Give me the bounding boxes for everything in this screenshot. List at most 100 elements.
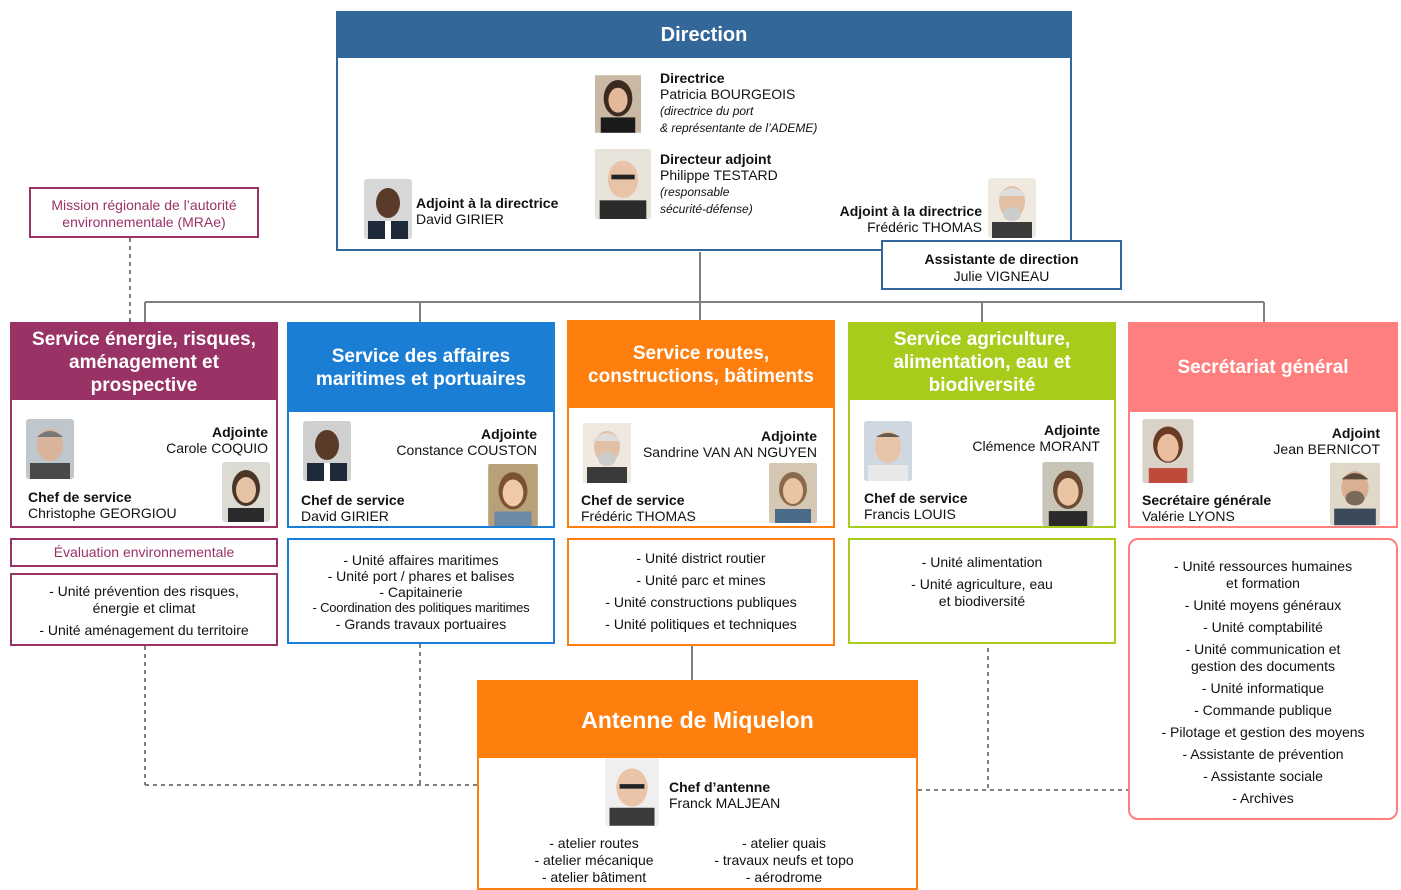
maritime-adjointe-label: Adjointe Constance COUSTON [396,426,537,458]
miquelon-right-1: - atelier quais [741,835,827,851]
adjoint-left-label: Adjoint à la directrice David GIRIER [416,195,558,227]
miquelon-header: Antenne de Miquelon [479,682,916,758]
miquelon-box: Antenne de Miquelon Chef d’antenne Franc… [477,680,918,890]
routes-adjointe-name: Sandrine VAN AN NGUYEN [642,444,817,460]
directeur-adjoint-name: Philippe TESTARD [660,167,778,183]
energie-adjointe-role: Adjointe [212,424,268,440]
maritime-units-box: - Unité affaires maritimes - Unité port … [287,538,555,644]
service-agriculture-box: Service agriculture, alimentation, eau e… [848,322,1116,528]
energie-units-box: - Unité prévention des risques, énergie … [10,573,278,646]
secretariat-unit-6: - Commande publique [1194,702,1332,718]
adjoint-left-name: David GIRIER [416,211,504,227]
routes-adjointe-label: Adjointe Sandrine VAN AN NGUYEN [643,428,817,460]
maritime-chef-label: Chef de service David GIRIER [301,492,405,524]
miquelon-chef-name: Franck MALJEAN [669,795,781,811]
service-routes-header: Service routes, constructions, bâtiments [569,322,833,408]
energie-chef-label: Chef de service Christophe GEORGIOU [28,489,177,521]
directrice-note-2: & représentante de l’ADEME) [660,121,818,135]
adjoint-left-role: Adjoint à la directrice [416,195,559,211]
secretariat-box: Secrétariat général Adjoint Jean BERNICO… [1128,322,1398,528]
secretariat-unit-4: - Unité communication et gestion des doc… [1185,641,1341,674]
agriculture-adjointe-role: Adjointe [1044,422,1100,438]
routes-chef-role: Chef de service [581,492,685,508]
assistante-role: Assistante de direction [924,251,1079,267]
secretariat-adjoint-photo [1330,462,1380,526]
agriculture-adjointe-name: Clémence MORANT [972,438,1100,454]
adjoint-right-photo [988,178,1036,238]
service-agriculture-title: Service agriculture, alimentation, eau e… [893,328,1071,396]
miquelon-chef-label: Chef d’antenne Franck MALJEAN [669,779,780,811]
secretariat-unit-9: - Assistante sociale [1203,768,1323,784]
energie-adjointe-name: Carole COQUIO [166,440,268,456]
service-energie-box: Service énergie, risques, aménagement et… [10,322,278,528]
maritime-unit-4: - Coordination des politiques maritimes [312,600,530,615]
miquelon-chef-photo [605,758,659,826]
directeur-adjoint-label: Directeur adjoint Philippe TESTARD (resp… [660,151,778,217]
secretariat-unit-3: - Unité comptabilité [1203,619,1323,635]
miquelon-left-list: - atelier routes - atelier mécanique - a… [519,835,669,886]
routes-unit-3: - Unité constructions publiques [605,594,797,610]
energie-units-list: - Unité prévention des risques, énergie … [12,583,276,644]
routes-unit-2: - Unité parc et mines [636,572,766,588]
routes-unit-1: - Unité district routier [636,550,766,566]
routes-adjointe-role: Adjointe [761,428,817,444]
directrice-note-1: (directrice du port [660,104,754,118]
direction-box: Direction Directrice Patricia BOURGEOIS … [336,11,1072,251]
secretariat-unit-2: - Unité moyens généraux [1184,597,1342,613]
mrae-line-2: environnementale (MRAe) [62,214,226,230]
maritime-unit-3: - Capitainerie [379,584,463,600]
agriculture-adjointe-photo [1042,462,1094,526]
secretariat-units-list: - Unité ressources humaines et formation… [1130,558,1396,812]
routes-unit-4: - Unité politiques et techniques [605,616,797,632]
maritime-adjointe-name: Constance COUSTON [396,442,537,458]
energie-chef-name: Christophe GEORGIOU [28,505,177,521]
secretariat-title: Secrétariat général [1177,357,1349,378]
maritime-unit-1: - Unité affaires maritimes [343,552,499,568]
service-maritime-title: Service des affaires maritimes et portua… [315,346,527,390]
secretariat-chef-name: Valérie LYONS [1142,508,1235,524]
agriculture-chef-name: Francis LOUIS [864,506,956,522]
secretariat-adjoint-name: Jean BERNICOT [1273,441,1380,457]
maritime-chef-photo [303,421,351,481]
service-routes-title: Service routes, constructions, bâtiments [588,343,814,387]
directrice-role: Directrice [660,70,725,86]
directrice-name: Patricia BOURGEOIS [660,86,796,102]
agriculture-units-list: - Unité alimentation - Unité agriculture… [850,554,1114,615]
service-maritime-box: Service des affaires maritimes et portua… [287,322,555,528]
energie-chef-role: Chef de service [28,489,132,505]
adjoint-right-role: Adjoint à la directrice [839,203,982,219]
secretariat-unit-1: - Unité ressources humaines et formation [1173,558,1353,591]
agriculture-unit-1: - Unité alimentation [921,554,1043,570]
service-agriculture-header: Service agriculture, alimentation, eau e… [850,324,1114,400]
maritime-unit-2: - Unité port / phares et balises [327,568,515,584]
routes-chef-name: Frédéric THOMAS [581,508,696,524]
secretariat-adjoint-role: Adjoint [1331,425,1380,441]
directrice-label: Directrice Patricia BOURGEOIS (directric… [660,70,817,136]
maritime-chef-role: Chef de service [301,492,405,508]
miquelon-title: Antenne de Miquelon [581,706,814,733]
energie-adjointe-label: Adjointe Carole COQUIO [166,424,268,456]
directeur-adjoint-photo [595,148,651,220]
directrice-photo [595,68,641,140]
miquelon-left-3: - atelier bâtiment [541,869,647,885]
service-energie-title: Service énergie, risques, aménagement et… [32,328,256,396]
energie-unit-1: - Unité prévention des risques, énergie … [49,583,239,616]
miquelon-chef-role: Chef d’antenne [669,779,771,795]
maritime-chef-name: David GIRIER [301,508,389,524]
adjoint-right-label: Adjoint à la directrice Frédéric THOMAS [840,203,982,235]
energie-eval-label: Évaluation environnementale [53,544,235,560]
secretariat-unit-10: - Archives [1232,790,1294,806]
secretariat-chef-label: Secrétaire générale Valérie LYONS [1142,492,1271,524]
secretariat-chef-photo [1142,419,1194,483]
miquelon-left-2: - atelier mécanique [534,852,654,868]
routes-units-list: - Unité district routier - Unité parc et… [569,550,833,638]
secretariat-adjoint-label: Adjoint Jean BERNICOT [1273,425,1380,457]
secretariat-unit-5: - Unité informatique [1201,680,1325,696]
secretariat-unit-7: - Pilotage et gestion des moyens [1161,724,1365,740]
agriculture-adjointe-label: Adjointe Clémence MORANT [972,422,1100,454]
adjoint-right-name: Frédéric THOMAS [867,219,982,235]
directeur-adjoint-note-1: (responsable [660,185,730,199]
routes-adjointe-photo [769,462,817,524]
service-energie-header: Service énergie, risques, aménagement et… [12,324,276,400]
